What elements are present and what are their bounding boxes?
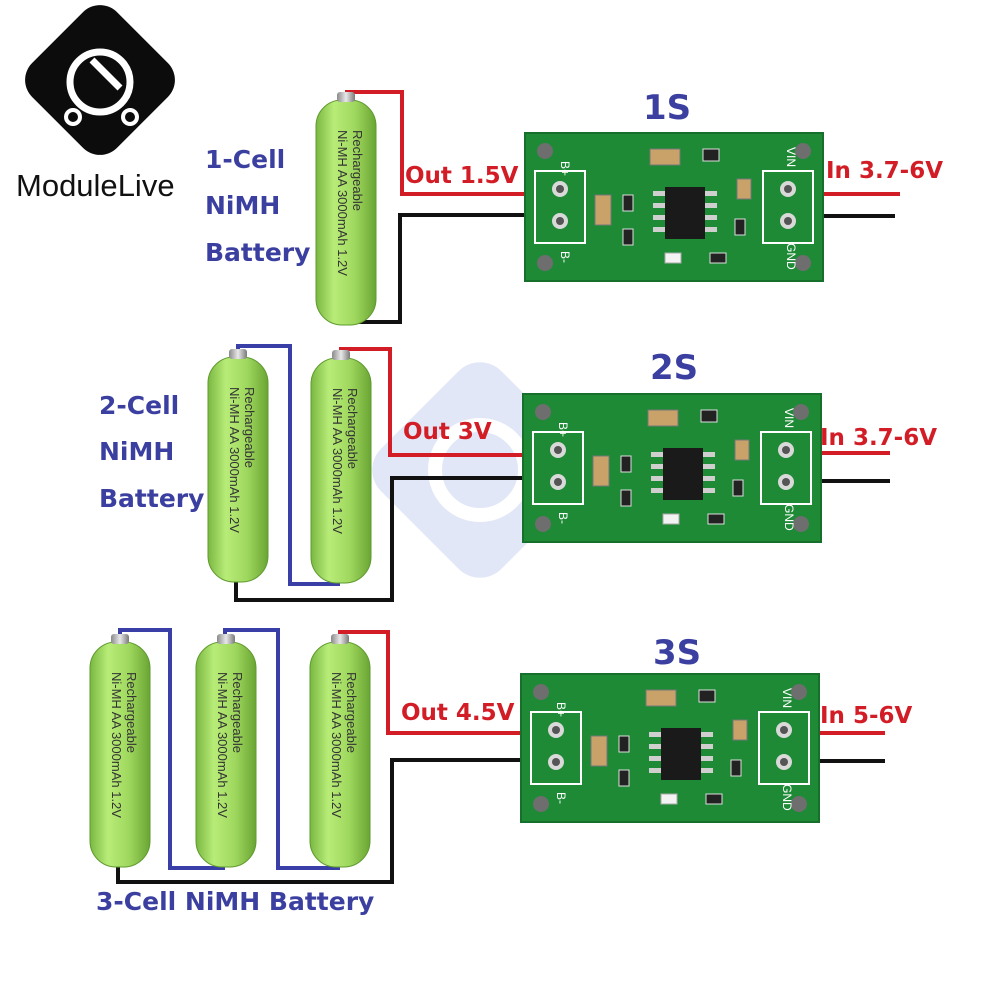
- battery-3s-a: Ni-MH AA 3000mAh 1.2V Rechargeable: [89, 633, 151, 868]
- pcb-module-1s: B+ B- VIN GND: [524, 132, 824, 282]
- section-1s: Ni-MH AA 3000mAh 1.2V Rechargeable B+ B-…: [315, 90, 900, 326]
- label-b-plus: B+: [554, 702, 568, 717]
- battery-2s-a: Ni-MH AA 3000mAh 1.2V Rechargeable: [207, 348, 269, 583]
- cell-label-2s: 2-Cell NiMH Battery: [99, 383, 204, 522]
- logo-wordmark: ModuleLive: [16, 168, 175, 204]
- cell-label-line: 1-Cell: [205, 145, 286, 174]
- cell-label-line: NiMH: [205, 191, 281, 221]
- label-b-minus: B-: [556, 512, 570, 524]
- battery-print-1: Ni-MH AA 3000mAh 1.2V: [215, 672, 230, 818]
- label-vin: VIN: [784, 147, 798, 167]
- label-b-plus: B+: [558, 161, 572, 176]
- label-b-minus: B-: [554, 792, 568, 804]
- battery-3s-c: Ni-MH AA 3000mAh 1.2V Rechargeable: [309, 633, 371, 868]
- logo-text-module: Module: [16, 168, 118, 203]
- battery-2s-b: Ni-MH AA 3000mAh 1.2V Rechargeable: [310, 349, 372, 584]
- cell-label-line: 2-Cell: [99, 391, 180, 420]
- battery-print-2: Rechargeable: [345, 388, 360, 469]
- output-voltage-2s: Out 3V: [403, 419, 492, 445]
- label-vin: VIN: [780, 688, 794, 708]
- pcb-module-3s: B+ B- VIN GND: [520, 673, 820, 823]
- modulelive-logo-icon: [25, 5, 175, 155]
- output-voltage-3s: Out 4.5V: [401, 700, 515, 726]
- battery-1s: Ni-MH AA 3000mAh 1.2V Rechargeable: [315, 91, 377, 326]
- battery-print-2: Rechargeable: [242, 387, 257, 468]
- cell-label-3s: 3-Cell NiMH Battery: [96, 886, 374, 919]
- pcb-module-2s: B+ B- VIN GND: [522, 393, 822, 543]
- battery-print-2: Rechargeable: [350, 130, 365, 211]
- section-title-2s: 2S: [650, 348, 699, 388]
- wire-black-3s: [116, 758, 553, 884]
- battery-3s-b: Ni-MH AA 3000mAh 1.2V Rechargeable: [195, 633, 257, 868]
- wire-blue-3s-b: [223, 628, 340, 870]
- section-3s: Ni-MH AA 3000mAh 1.2V Rechargeable Ni-MH…: [89, 628, 885, 884]
- label-b-plus: B+: [556, 422, 570, 437]
- section-2s: Ni-MH AA 3000mAh 1.2V Rechargeable Ni-MH…: [207, 344, 890, 602]
- cell-label-line: 3-Cell NiMH Battery: [96, 887, 375, 916]
- cell-label-line: Battery: [205, 237, 311, 267]
- label-gnd: GND: [780, 784, 794, 811]
- section-title-3s: 3S: [653, 633, 702, 673]
- battery-print-1: Ni-MH AA 3000mAh 1.2V: [227, 387, 242, 533]
- label-gnd: GND: [784, 243, 798, 270]
- section-title-1s: 1S: [643, 88, 692, 128]
- output-voltage-1s: Out 1.5V: [405, 163, 519, 189]
- battery-print-2: Rechargeable: [230, 672, 245, 753]
- input-voltage-3s: In 5-6V: [820, 703, 913, 729]
- cell-label-line: Battery: [99, 483, 205, 513]
- battery-print-1: Ni-MH AA 3000mAh 1.2V: [329, 672, 344, 818]
- label-b-minus: B-: [558, 251, 572, 263]
- label-gnd: GND: [782, 504, 796, 531]
- battery-print-2: Rechargeable: [344, 672, 359, 753]
- battery-print-1: Ni-MH AA 3000mAh 1.2V: [330, 388, 345, 534]
- wire-red-1s: [345, 90, 545, 196]
- logo-text-live: Live: [117, 168, 175, 203]
- input-voltage-1s: In 3.7-6V: [826, 158, 944, 184]
- battery-print-1: Ni-MH AA 3000mAh 1.2V: [109, 672, 124, 818]
- wire-black-2s: [234, 476, 553, 602]
- cell-label-1s: 1-Cell NiMH Battery: [205, 137, 310, 276]
- wire-blue-3s-a: [118, 628, 225, 870]
- wire-black-1s: [345, 213, 545, 324]
- battery-print-2: Rechargeable: [124, 672, 139, 753]
- cell-label-line: NiMH: [99, 437, 175, 467]
- battery-print-1: Ni-MH AA 3000mAh 1.2V: [335, 130, 350, 276]
- label-vin: VIN: [782, 408, 796, 428]
- input-voltage-2s: In 3.7-6V: [820, 425, 938, 451]
